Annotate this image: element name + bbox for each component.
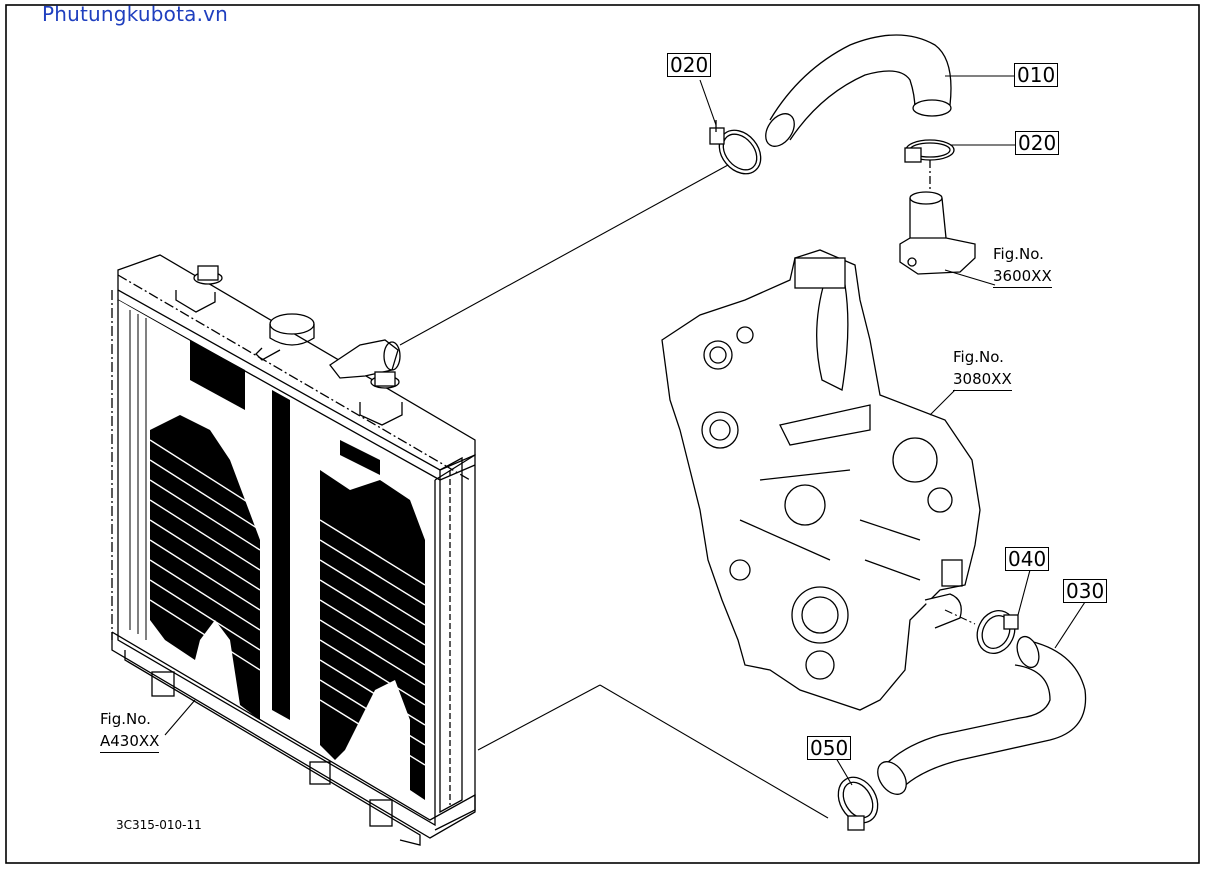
- fig-ref-label: Fig.No.: [100, 710, 151, 728]
- fig-ref-number: 3080XX: [953, 368, 1012, 391]
- fig-ref-radiator[interactable]: Fig.No. A430XX: [100, 708, 160, 753]
- part-label-020-right[interactable]: 020: [1015, 131, 1060, 155]
- watermark-text: Phutungkubota.vn: [42, 2, 229, 26]
- fig-ref-label: Fig.No.: [953, 348, 1004, 366]
- part-label-040[interactable]: 040: [1005, 547, 1050, 571]
- part-label-020-upper[interactable]: 020: [667, 53, 712, 77]
- fig-ref-thermostat[interactable]: Fig.No. 3600XX: [993, 243, 1052, 288]
- diagram-frame: [5, 4, 1200, 864]
- lower-hose-drawing: [877, 635, 1087, 795]
- upper-hose-drawing: [765, 34, 952, 147]
- clamp-040: [976, 610, 1019, 654]
- fig-ref-number: A430XX: [100, 730, 160, 753]
- part-label-030[interactable]: 030: [1063, 579, 1108, 603]
- diagram-code: 3C315-010-11: [116, 818, 202, 832]
- radiator-drawing: [111, 254, 476, 846]
- clamp-050: [837, 776, 879, 831]
- part-label-050[interactable]: 050: [807, 736, 852, 760]
- fig-ref-number: 3600XX: [993, 265, 1052, 288]
- thermostat-housing-drawing: [899, 191, 976, 275]
- clamp-020-right: [904, 139, 955, 163]
- fig-ref-label: Fig.No.: [993, 245, 1044, 263]
- fig-ref-gearcase[interactable]: Fig.No. 3080XX: [953, 346, 1012, 391]
- part-label-010[interactable]: 010: [1014, 63, 1059, 87]
- leader-lines: [164, 75, 1086, 819]
- gear-case-drawing: [661, 249, 981, 711]
- clamp-020-upper-left: [709, 120, 762, 175]
